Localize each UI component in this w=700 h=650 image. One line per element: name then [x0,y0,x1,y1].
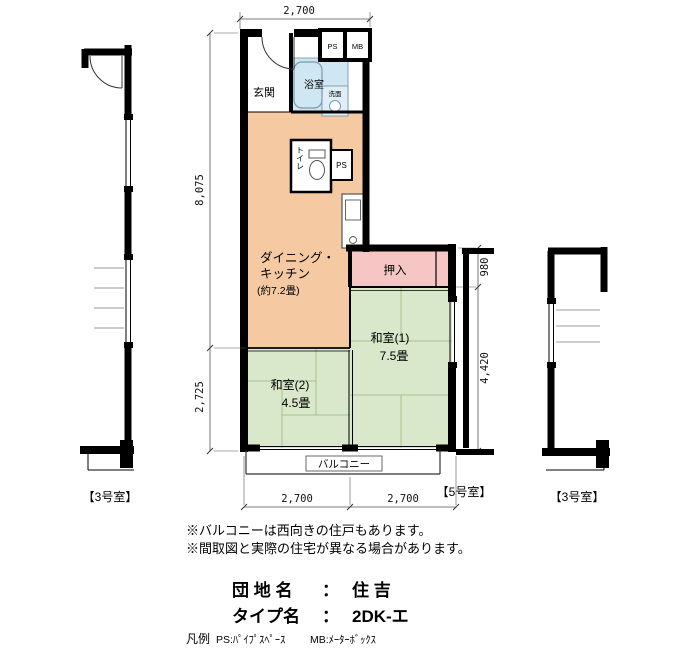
far-right-neighbor-label: 【3号室】 [550,489,605,504]
mb-top-box [347,32,368,58]
dim-bottom-right: 2,700 [387,493,419,505]
balcony-label: バルコニー [318,459,370,471]
washitsu2-area [248,348,350,448]
room-labels: 玄関 浴室 洗面 トイレ PS ダイニング・ キッチン (約7.2畳) 押入 和… [253,78,409,410]
dim-bottom-left: 2,700 [281,493,313,505]
fixtures [289,61,365,249]
dk-label-2: キッチン [260,267,310,281]
entrance-door-icon [261,36,295,70]
balcony [245,450,441,475]
dim-right-lower: 4,420 [479,352,491,384]
washbasin-sink-icon [329,100,341,112]
dim-left-lower: 2,725 [194,381,206,413]
legend: 凡例 PS:ﾊﾟｲﾌﾟｽﾍﾟｰｽ MB:ﾒｰﾀｰﾎﾞｯｸｽ [186,632,376,646]
dimension-labels: 2,700 8,075 2,725 980 4,420 2,700 2,700 [194,5,491,505]
ps-top-box [322,32,343,58]
mb-top-label: MB [352,42,363,51]
tatami-lines [248,287,452,448]
dim-left-upper: 8,075 [194,174,206,206]
right-neighbor-walls [456,248,494,455]
oshiire-label: 押入 [384,263,407,277]
footer-notes: ※バルコニーは西向きの住戸もあります。 ※間取図と実際の住宅が異なる場合がありま… [186,523,471,556]
toilet-label: トイレ [296,146,305,170]
washitsu2-label: 和室(2) [271,377,310,392]
site-name-label: 団 地 名 [232,580,292,600]
toilet-bowl-icon [309,160,325,180]
type-name-separator: ： [322,607,339,626]
dk-label-1: ダイニング・ [260,250,335,265]
bath-label: 浴室 [304,78,324,91]
ps-mid-label: PS [336,161,347,170]
svg-text:タイプ名 ： 2DK-エ: タイプ名 ： 2DK-エ [232,606,409,626]
washbasin-label: 洗面 [329,89,343,98]
note-line-1: ※バルコニーは西向きの住戸もあります。 [186,523,431,538]
kitchen-sink-icon [345,199,361,221]
ps-top-label: PS [327,42,337,51]
toilet-tank-icon [308,149,326,159]
legend-mb: MB:ﾒｰﾀｰﾎﾞｯｸｽ [310,634,376,646]
left-neighbor-walls [80,45,134,471]
site-name-separator: ： [322,581,339,600]
left-neighbor-door-icon [89,55,123,89]
right-neighbor-label: 【5号室】 [437,484,492,499]
left-neighbor-label: 【3号室】 [83,489,138,504]
balcony-glass-doors [260,446,436,450]
legend-ps: PS:ﾊﾟｲﾌﾟｽﾍﾟｰｽ [216,634,285,646]
title-block: 団 地 名 ： 住 吉 タイプ名 ： 2DK-エ [232,580,409,626]
dim-top: 2,700 [283,5,315,17]
type-name-label: タイプ名 [232,606,300,626]
note-line-2: ※間取図と実際の住宅が異なる場合があります。 [186,541,471,556]
washitsu2-size-label: 4.5畳 [282,396,311,410]
dim-right-upper: 980 [479,258,491,277]
washitsu1-window [448,296,457,368]
svg-text:団 地 名 ： 住 吉: 団 地 名 ： 住 吉 [232,580,391,600]
legend-title: 凡例 [186,632,210,646]
interior-partitions [248,33,452,446]
site-name-value: 住 吉 [352,580,391,600]
balcony-label-box [305,455,383,472]
neighbor-labels: 【3号室】 【5号室】 【3号室】 [83,484,605,504]
far-right-neighbor-walls [542,247,610,471]
pipe-space-block: PS MB [318,28,372,62]
type-name-value: 2DK-エ [352,607,409,626]
unit-outer-walls [240,29,456,452]
dk-size-label: (約7.2畳) [257,284,300,297]
bathtub-icon [293,61,323,109]
genkan-label: 玄関 [253,85,275,99]
kitchen-faucet-icon [349,236,357,244]
ps-shaft-box [330,149,353,181]
washitsu1-size-label: 7.5畳 [380,349,409,363]
washitsu1-label: 和室(1) [371,330,410,345]
closet-area [350,248,452,287]
